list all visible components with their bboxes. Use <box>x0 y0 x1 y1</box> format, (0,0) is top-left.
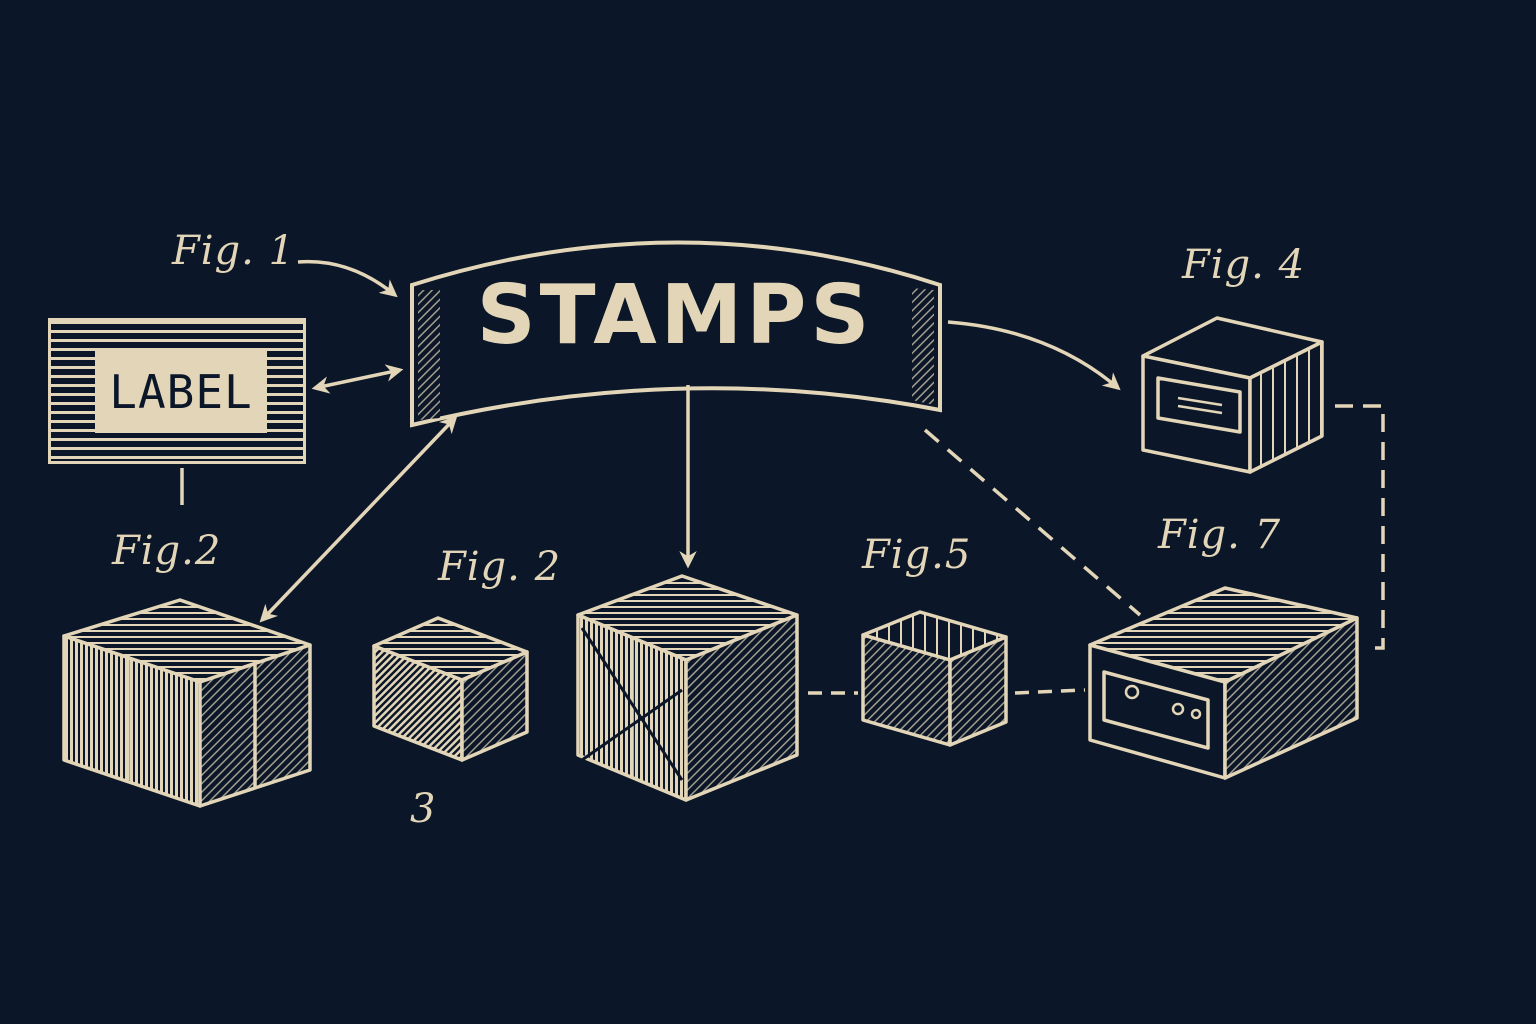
fig7-device <box>1088 586 1359 780</box>
fig2-large-box <box>62 598 312 808</box>
fig4-device <box>1141 316 1324 474</box>
fig5-box <box>861 610 1008 747</box>
fig2-mid-caption: Fig. 2 <box>438 544 562 590</box>
arrow-stamps-fig2 <box>259 415 458 623</box>
arrow-stamps-fig4 <box>947 320 1121 391</box>
arrow-label-stamps <box>311 364 404 394</box>
stamps-banner-title: STAMPS <box>476 268 874 363</box>
stamps-banner <box>410 240 942 428</box>
number-3-caption: 3 <box>410 786 437 832</box>
dashed-fig5-fig7 <box>1014 688 1086 695</box>
arrow-fig1-to-stamps <box>297 259 398 298</box>
fig4-caption: Fig. 4 <box>1182 242 1306 288</box>
fig1-caption: Fig. 1 <box>172 228 296 274</box>
fig7-caption: Fig. 7 <box>1158 512 1282 558</box>
fig5-caption: Fig.5 <box>862 532 972 578</box>
center-wrapped-box <box>576 574 799 802</box>
label-plate-text: LABEL <box>95 351 267 433</box>
label-plate: LABEL <box>48 318 306 464</box>
fig2-small-box <box>372 616 529 762</box>
dashed-fig4-fig7 <box>1335 404 1385 650</box>
dashed-stamps-fig7 <box>923 428 1142 617</box>
connectors <box>180 259 1385 695</box>
fig2-left-caption: Fig.2 <box>112 528 222 574</box>
